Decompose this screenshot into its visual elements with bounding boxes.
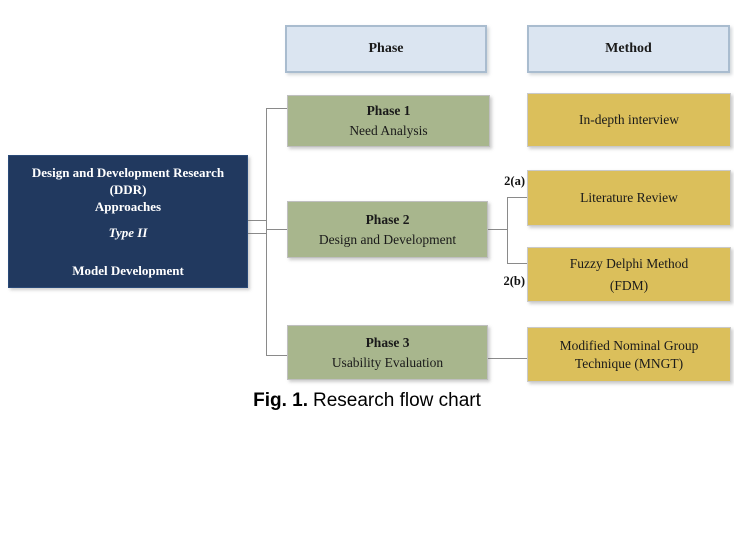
method-column-header-label: Method [605, 41, 652, 56]
ddr-title-line2: (DDR) [109, 181, 147, 197]
ddr-model-label: Model Development [72, 263, 184, 279]
method-column-header: Method [527, 25, 730, 73]
ddr-approach-box: Design and Development Research (DDR) Ap… [8, 155, 248, 288]
branch-label-2a: 2(a) [504, 174, 525, 188]
phase3-box: Phase 3 Usability Evaluation [287, 325, 488, 380]
method-fdm-line2: (FDM) [609, 277, 649, 293]
phase2-branch-stem-line [488, 229, 507, 230]
ddr-title-line3: Approaches [94, 198, 162, 214]
figure-caption-text: Research flow chart [313, 390, 481, 411]
phase-column-header: Phase [285, 25, 487, 73]
method-mngt-line1: Modified Nominal Group [559, 337, 699, 353]
phase1-connector-line [266, 108, 287, 109]
phase-column-header-label: Phase [368, 41, 404, 56]
ddr-connector-line-upper [248, 220, 267, 221]
ddr-type-label: Type II [108, 225, 148, 241]
trunk-connector-line [266, 108, 267, 356]
phase1-box: Phase 1 Need Analysis [287, 95, 490, 147]
figure-caption-number: Fig. 1. [253, 390, 308, 411]
phase2-title: Phase 2 [365, 211, 410, 227]
phase2-subtitle: Design and Development [318, 231, 457, 247]
phase3-subtitle: Usability Evaluation [331, 354, 444, 370]
method-indepth-interview-box: In-depth interview [527, 93, 731, 147]
phase2-branch-vertical-line [507, 197, 508, 264]
phase2-box: Phase 2 Design and Development [287, 201, 488, 258]
method-literature-review-label: Literature Review [580, 190, 678, 206]
branch-label-2b: 2(b) [503, 274, 525, 288]
figure-caption: Fig. 1.Research flow chart [0, 390, 734, 412]
mngt-connector-line [488, 358, 527, 359]
method-fdm-box: Fuzzy Delphi Method (FDM) [527, 247, 731, 302]
phase3-title: Phase 3 [365, 334, 410, 350]
ddr-title-line1: Design and Development Research [31, 164, 225, 180]
phase1-subtitle: Need Analysis [349, 123, 428, 138]
phase2-connector-line [266, 229, 287, 230]
method-mngt-line2: Technique (MNGT) [574, 355, 684, 371]
method-fdm-line1: Fuzzy Delphi Method [569, 255, 689, 271]
fdm-connector-line [507, 263, 527, 264]
phase3-connector-line [266, 355, 287, 356]
literature-review-connector-line [507, 197, 527, 198]
ddr-connector-line-lower [248, 233, 267, 234]
method-indepth-interview-label: In-depth interview [578, 112, 680, 128]
method-literature-review-box: Literature Review [527, 170, 731, 226]
phase1-title: Phase 1 [366, 103, 411, 119]
method-mngt-box: Modified Nominal Group Technique (MNGT) [527, 327, 731, 382]
